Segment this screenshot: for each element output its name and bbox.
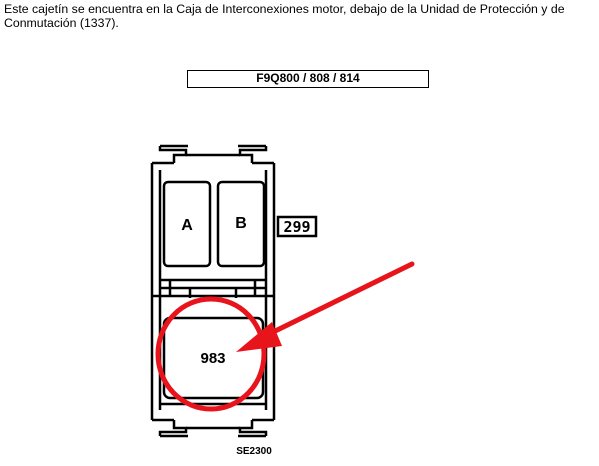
relay-number: 983 xyxy=(200,350,225,367)
fuse-a-label: A xyxy=(181,217,193,234)
connector-box xyxy=(276,215,318,238)
pointer-arrow xyxy=(236,261,415,352)
connector-number: 299 xyxy=(283,218,310,236)
fuse-b xyxy=(216,180,266,268)
fuse-box-housing xyxy=(150,144,276,438)
model-label: F9Q800 / 808 / 814 xyxy=(187,70,429,88)
figure-code: SE2300 xyxy=(236,446,272,457)
fuse-b-label: B xyxy=(235,215,247,232)
intro-text: Este cajetín se encuentra en la Caja de … xyxy=(4,2,565,30)
highlight-circle xyxy=(155,296,267,412)
fuse-a xyxy=(162,180,212,268)
